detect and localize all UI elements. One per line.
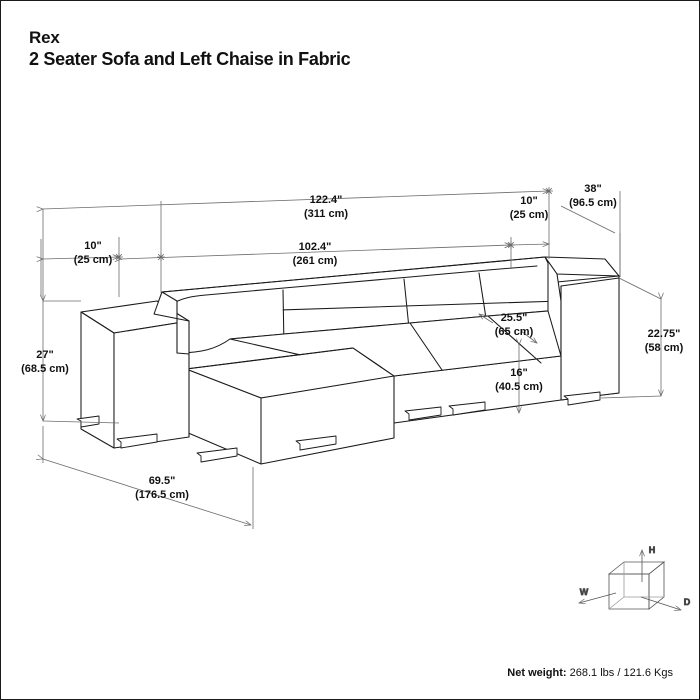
label-seat-height-metric: (40.5 cm)	[495, 381, 543, 393]
label-seat-depth-imperial: 25.5"	[501, 312, 528, 324]
dimension-annotations	[41, 186, 662, 529]
dimension-labels: 122.4" (311 cm) 102.4" (261 cm) 10" (25 …	[21, 183, 683, 501]
legend-label-depth: D	[684, 597, 691, 607]
dim-line-overall-width	[43, 191, 549, 209]
chaise-connection-line	[352, 347, 395, 377]
leader-line-seat-depth-left	[479, 314, 494, 324]
product-description: 2 Seater Sofa and Left Chaise in Fabric	[29, 49, 351, 70]
foot-left-outer	[76, 415, 100, 428]
star-marker-arm-left	[114, 252, 124, 262]
label-arm-left-imperial: 10"	[84, 240, 101, 252]
net-weight-label: Net weight:	[507, 667, 567, 679]
sofa-illustration	[76, 256, 620, 465]
leader-line-depth-back	[560, 205, 616, 234]
page-title: Rex	[29, 28, 60, 47]
star-marker-seat-right	[506, 240, 516, 250]
label-arm-height-metric: (58 cm)	[645, 342, 684, 354]
title-block: Rex 2 Seater Sofa and Left Chaise in Fab…	[29, 27, 351, 72]
net-weight-block: Net weight: 268.1 lbs / 121.6 Kgs	[507, 667, 673, 679]
label-overall-width-metric: (311 cm)	[304, 208, 348, 220]
legend-axis-depth	[640, 596, 681, 610]
seat-cushion-seam-right-2	[487, 315, 542, 364]
right-arm-outer-face	[560, 277, 620, 401]
label-depth-back-imperial: 38"	[584, 183, 601, 195]
label-arm-height-imperial: 22.75"	[648, 328, 681, 340]
foot-seat-mid-1	[404, 406, 442, 421]
ext-line-arm-height-bottom	[600, 395, 662, 399]
seat-cushion-seam-right-1	[409, 322, 443, 371]
seat-top-surface-right	[229, 310, 562, 377]
label-arm-left-metric: (25 cm)	[74, 254, 113, 266]
dim-line-chaise-depth	[43, 459, 251, 525]
label-chaise-depth-metric: (176.5 cm)	[135, 489, 189, 501]
label-seat-width-imperial: 102.4"	[299, 241, 332, 253]
dim-line-seat-width	[121, 245, 511, 259]
label-chaise-depth-imperial: 69.5"	[149, 475, 176, 487]
foot-chaise-mid	[295, 435, 337, 451]
star-marker-seat-left	[156, 252, 166, 262]
backrest-top-edge	[161, 256, 546, 293]
ext-line-height-bottom	[42, 420, 120, 424]
foot-left-front	[116, 433, 158, 449]
label-seat-height-imperial: 16"	[510, 367, 527, 379]
dim-line-arm-right	[511, 244, 549, 245]
label-seat-width-metric: (261 cm)	[293, 255, 338, 267]
legend-cube-top-face	[607, 561, 666, 575]
leader-line-seat-depth-right	[520, 330, 537, 343]
legend-label-height: H	[649, 545, 656, 555]
label-overall-width-imperial: 122.4"	[310, 194, 343, 206]
net-weight-value: 268.1 lbs / 121.6 Kgs	[569, 667, 673, 679]
ext-line-arm-height-top	[618, 277, 662, 300]
chaise-seat-back-line	[185, 347, 354, 370]
left-arm-left-face	[80, 311, 115, 449]
dim-line-arm-left	[43, 257, 119, 259]
label-overall-height-imperial: 27"	[36, 349, 53, 361]
legend-axis-width	[579, 592, 617, 603]
star-marker-back-right	[544, 186, 554, 196]
foot-chaise-front	[196, 447, 238, 463]
legend-cube-hidden-edges	[608, 562, 664, 610]
label-depth-back-metric: (96.5 cm)	[569, 197, 617, 209]
label-arm-right-metric: (25 cm)	[510, 209, 549, 221]
label-overall-height-metric: (68.5 cm)	[21, 363, 69, 375]
axis-legend: H W D	[579, 545, 691, 610]
legend-label-width: W	[580, 587, 589, 597]
foot-seat-mid-2	[448, 401, 486, 416]
foot-right-outer	[563, 391, 601, 406]
label-arm-right-imperial: 10"	[520, 195, 537, 207]
label-seat-depth-metric: (65 cm)	[495, 326, 534, 338]
